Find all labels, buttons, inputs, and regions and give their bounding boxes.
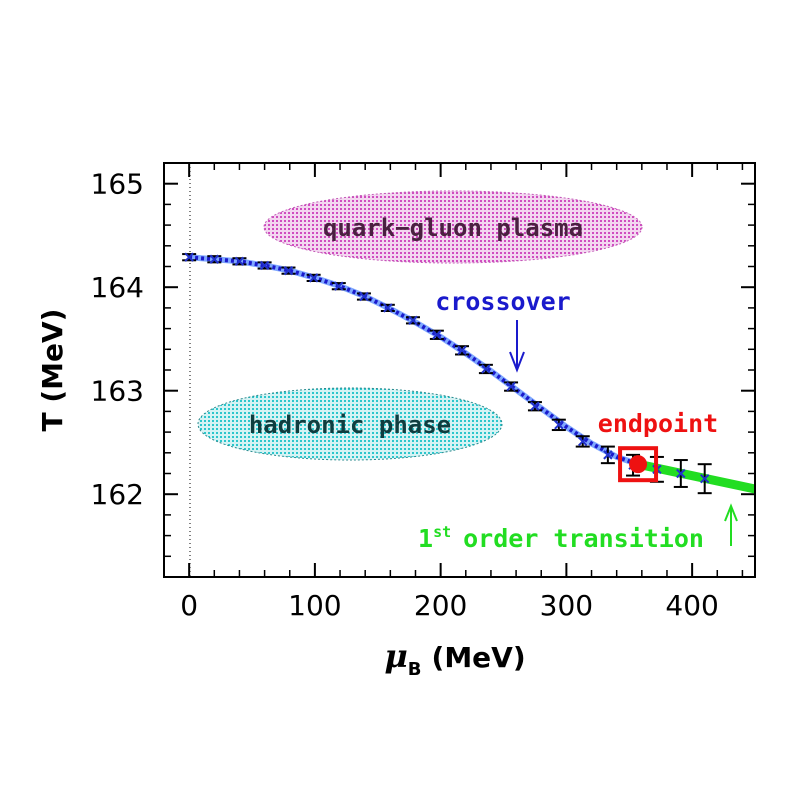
first-order-arrow-icon	[724, 503, 738, 546]
crossover-curve	[188, 255, 639, 467]
point-marker	[506, 381, 516, 392]
point-marker	[457, 345, 467, 356]
point-marker	[408, 315, 418, 326]
data-point	[257, 260, 272, 271]
data-point	[673, 459, 688, 488]
x-tick-label: 300	[540, 589, 593, 622]
crossover-arrow-icon	[509, 320, 525, 373]
y-axis-title: T (MeV)	[36, 309, 69, 432]
point-marker	[359, 291, 369, 302]
point-marker	[383, 303, 393, 313]
point-marker	[334, 281, 344, 291]
axis-ticks: 0 100 200 300 400 162 163 164 165	[91, 162, 755, 622]
qgp-label: quark−gluon plasma	[323, 214, 583, 242]
point-marker	[209, 254, 220, 264]
point-marker	[578, 436, 588, 447]
y-tick-label: 163	[91, 375, 144, 408]
data-point	[281, 265, 296, 276]
point-marker	[432, 330, 442, 340]
point-marker	[283, 265, 294, 276]
data-point	[551, 418, 566, 432]
data-point	[697, 463, 712, 495]
data-point	[331, 281, 346, 291]
endpoint-box	[618, 446, 659, 483]
x-axis-unit: (MeV)	[432, 641, 526, 674]
point-marker	[481, 364, 491, 374]
data-point	[306, 273, 321, 283]
x-tick-label: 400	[665, 589, 718, 622]
first-order-text: order transition	[463, 524, 704, 553]
data-point	[207, 254, 222, 264]
data-point	[356, 291, 371, 302]
crossover-label: crossover	[435, 287, 570, 316]
y-tick-label: 162	[91, 478, 144, 511]
qgp-region	[263, 190, 643, 264]
point-marker	[699, 473, 710, 484]
point-marker	[184, 252, 194, 262]
point-marker	[234, 256, 245, 267]
data-point	[380, 303, 395, 313]
x-tick-label: 200	[414, 589, 467, 622]
first-order-number: 1	[418, 524, 433, 553]
endpoint-dot	[629, 455, 648, 474]
x-tick-label: 0	[180, 589, 198, 622]
data-point	[600, 445, 615, 465]
x-axis-title: μB (MeV)	[384, 637, 525, 680]
data-point	[232, 256, 247, 267]
endpoint-label: endpoint	[598, 409, 718, 438]
data-point	[429, 329, 444, 340]
first-order-label: 1st order transition	[418, 523, 704, 553]
x-tick-label: 100	[288, 589, 341, 622]
point-marker	[530, 401, 540, 411]
plot-frame	[163, 162, 756, 578]
data-point	[478, 363, 493, 375]
point-marker	[676, 468, 686, 479]
first-order-superscript: st	[433, 523, 451, 541]
data-point	[455, 345, 470, 356]
x-axis-subscript: B	[408, 659, 422, 680]
data-point	[504, 381, 519, 392]
point-marker	[259, 260, 270, 271]
hadronic-label: hadronic phase	[249, 411, 451, 439]
y-tick-label: 164	[91, 271, 144, 304]
hadronic-region	[197, 387, 503, 461]
point-marker	[554, 420, 564, 430]
data-point	[575, 435, 590, 448]
data-point	[405, 315, 420, 326]
data-point	[182, 252, 197, 262]
data-point	[527, 401, 542, 412]
point-marker	[308, 273, 319, 283]
point-marker	[603, 450, 613, 460]
x-axis-symbol: μ	[384, 637, 407, 675]
y-tick-label: 165	[91, 168, 144, 201]
